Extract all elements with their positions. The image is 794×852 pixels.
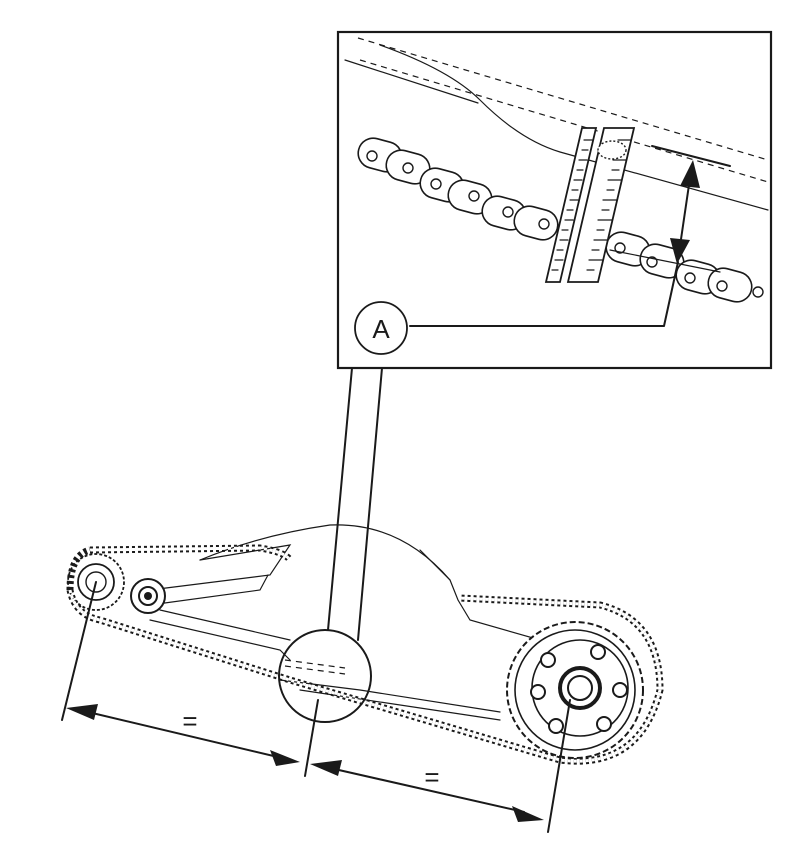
sprocket-icon (506, 621, 644, 759)
motorcycle-rear-assembly (66, 524, 664, 765)
inset-chain-upper (357, 137, 764, 303)
reference-line (651, 145, 731, 167)
dimension-equal-right: = (424, 762, 439, 792)
callout-a: A (354, 301, 408, 355)
detail-inset: A (336, 30, 773, 370)
inset-frame (336, 30, 773, 370)
callout-label: A (372, 314, 390, 344)
magnifier-circle (278, 629, 372, 723)
swingarm-pivot (130, 578, 166, 614)
callout-leader (409, 261, 679, 327)
zoom-connector (327, 367, 383, 641)
dimension-lines: = = (61, 581, 571, 833)
dimension-equal-left: = (182, 706, 197, 736)
main-chain (66, 544, 664, 765)
double-arrow-icon (670, 160, 700, 264)
ruler-icon (544, 127, 636, 283)
